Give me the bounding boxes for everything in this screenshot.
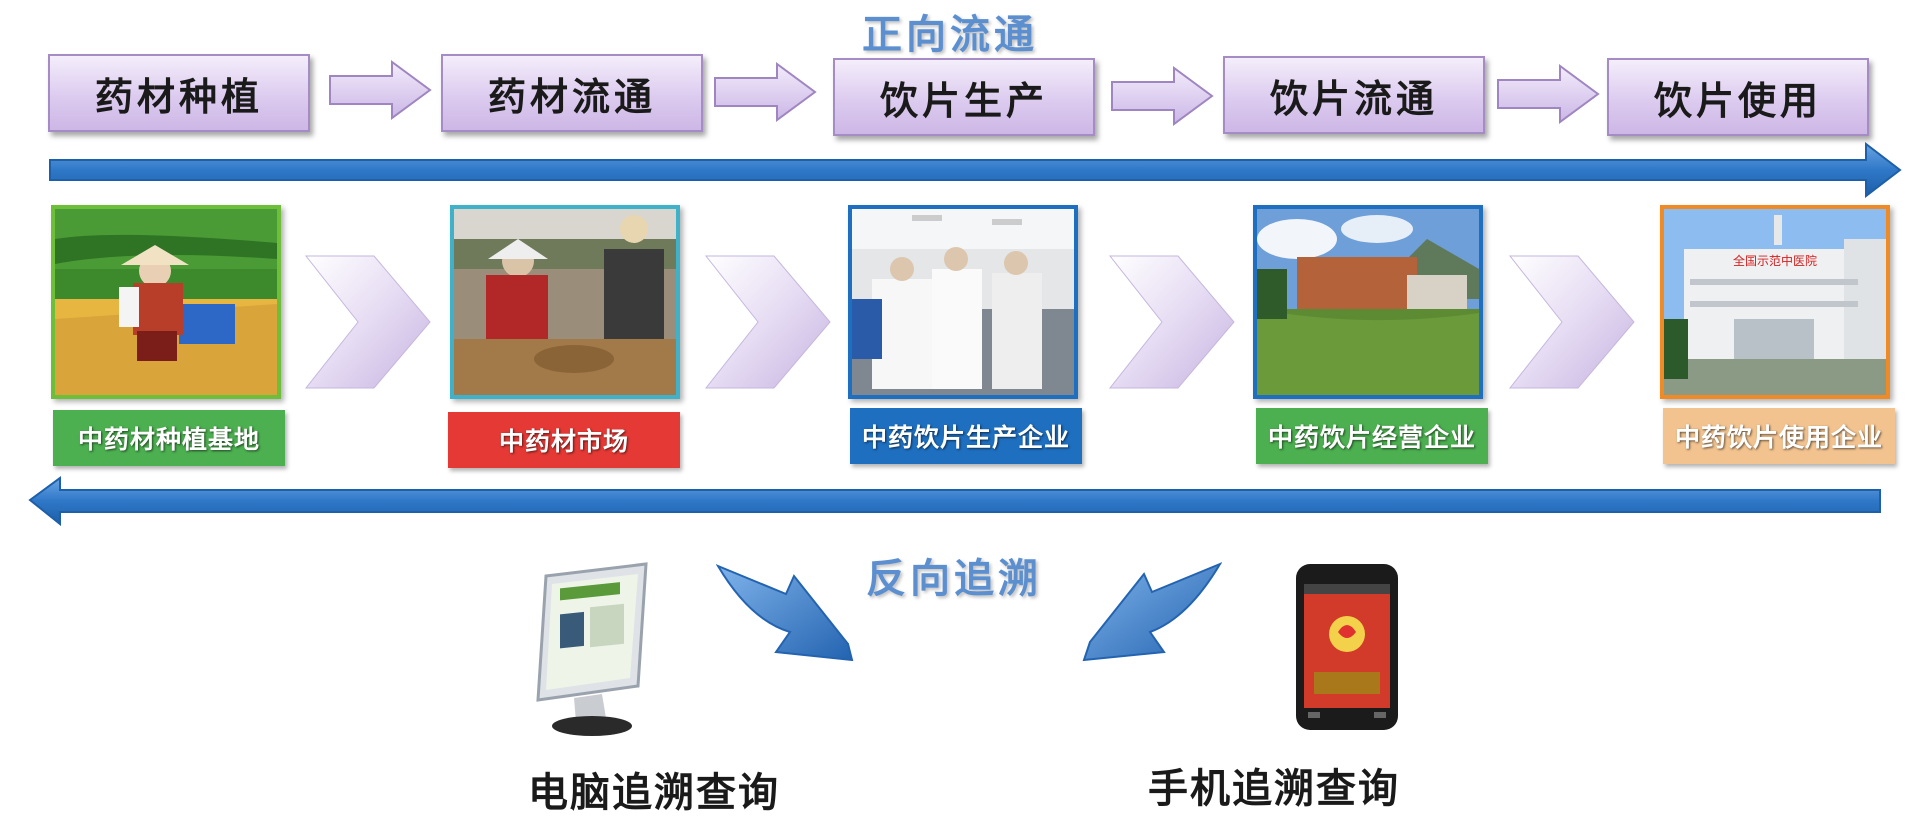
hospital-photo: 全国示范中医院 <box>1660 205 1890 399</box>
right-arrow-icon <box>714 62 817 122</box>
right-arrow-icon <box>1497 64 1600 124</box>
reverse-trace-title: 反向追溯 <box>866 556 1042 602</box>
mobile-phone-icon <box>1296 564 1398 730</box>
slice-distribution-photo <box>1253 205 1483 399</box>
entity-label-herb-market: 中药材市场 <box>448 412 680 468</box>
entity-label-production-enterprise: 中药饮片生产企业 <box>850 408 1082 464</box>
entity-label-use-enterprise: 中药饮片使用企业 <box>1663 408 1895 464</box>
forward-flow-title: 正向流通 <box>862 12 1038 58</box>
planting-photo <box>51 205 281 399</box>
entity-label-planting-base: 中药材种植基地 <box>53 410 285 466</box>
curved-arrow-icon <box>716 564 854 662</box>
hospital-sign: 全国示范中医院 <box>1733 253 1817 268</box>
right-arrow-icon <box>1111 66 1214 126</box>
stage-box-slice-production: 饮片生产 <box>833 58 1095 136</box>
slice-factory-photo <box>848 205 1078 399</box>
chevron-right-icon <box>304 255 431 389</box>
curved-arrow-icon <box>1082 562 1222 662</box>
right-arrow-icon <box>329 60 432 120</box>
chevron-right-icon <box>1508 255 1635 389</box>
chevron-right-icon <box>1108 255 1235 389</box>
phone-query-caption: 手机追溯查询 <box>1148 765 1400 812</box>
herb-market-photo <box>450 205 680 399</box>
stage-box-slice-circulation: 饮片流通 <box>1223 56 1485 134</box>
stage-box-herb-circulation: 药材流通 <box>441 54 703 132</box>
reverse-trace-arrow <box>28 476 1881 526</box>
computer-query-caption: 电脑追溯查询 <box>528 769 780 816</box>
entity-label-distribution-enterprise: 中药饮片经营企业 <box>1256 408 1488 464</box>
chevron-right-icon <box>704 255 831 389</box>
stage-box-planting: 药材种植 <box>48 54 310 132</box>
stage-box-slice-use: 饮片使用 <box>1607 58 1869 136</box>
computer-monitor-icon <box>536 562 648 736</box>
forward-flow-arrow <box>49 142 1902 198</box>
